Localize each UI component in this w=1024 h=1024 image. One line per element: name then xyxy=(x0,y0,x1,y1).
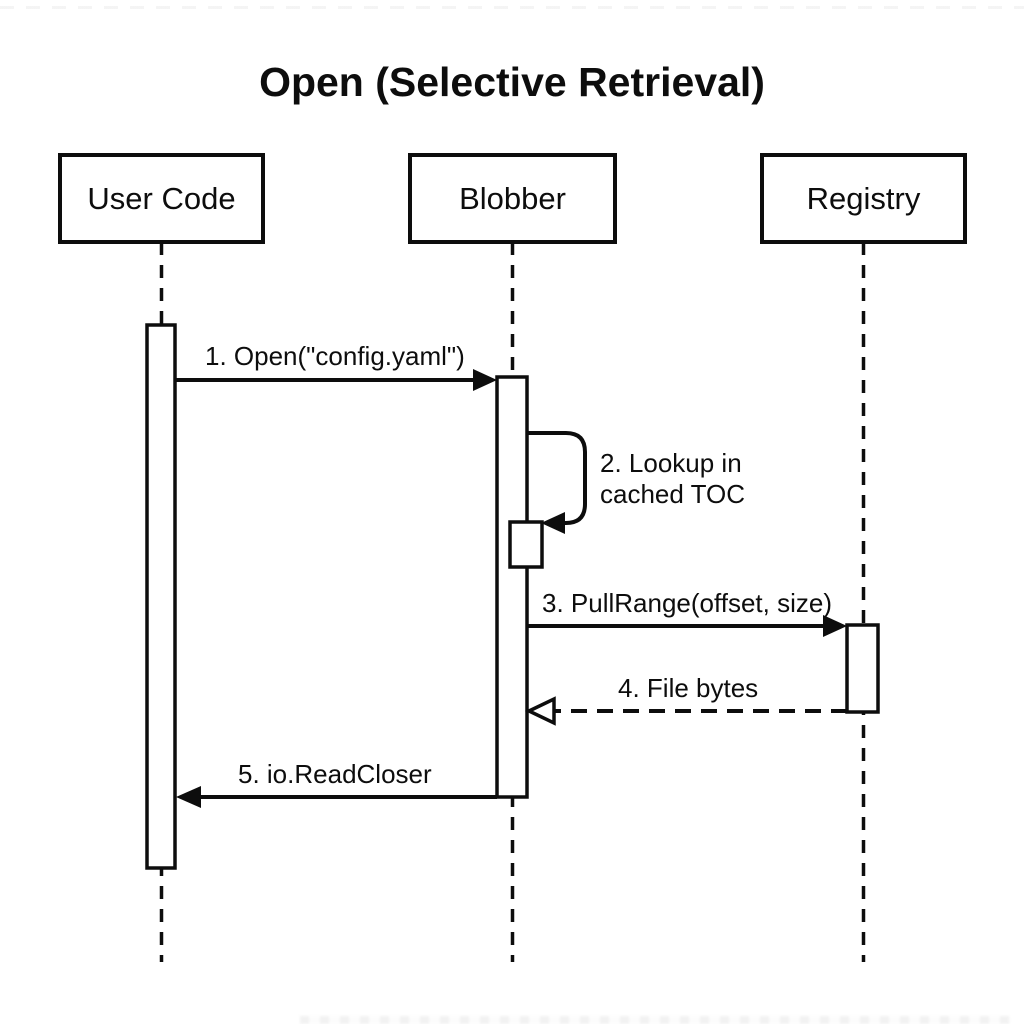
participant-label-user-code: User Code xyxy=(87,181,235,216)
participant-label-registry: Registry xyxy=(807,181,921,216)
message-3-arrowhead xyxy=(823,615,847,637)
message-2-label: 2. Lookup in cached TOC xyxy=(600,448,749,509)
message-2-self-loop xyxy=(527,431,587,525)
message-2-label-line1: 2. Lookup in xyxy=(600,448,742,478)
message-5-label: 5. io.ReadCloser xyxy=(238,759,432,789)
activation-bar-blobber xyxy=(495,375,529,799)
diagram-title: Open (Selective Retrieval) xyxy=(259,59,765,105)
nested-activation-bar-blobber xyxy=(508,520,544,569)
message-2-label-line2: cached TOC xyxy=(600,479,745,509)
message-2-arrowhead xyxy=(541,512,565,534)
message-4-label: 4. File bytes xyxy=(618,673,758,703)
activation-bar-registry xyxy=(845,623,880,714)
message-4-open-arrowhead xyxy=(524,696,556,726)
cropped-text-artifact-bottom xyxy=(300,1016,1010,1024)
scan-artifact-top xyxy=(0,6,1024,9)
message-1-arrowhead xyxy=(473,369,497,391)
participant-box-registry xyxy=(760,153,967,244)
message-5-arrowhead xyxy=(176,786,201,808)
message-1-label: 1. Open("config.yaml") xyxy=(205,341,465,371)
participant-label-blobber: Blobber xyxy=(459,181,566,216)
activation-bar-user-code xyxy=(145,323,177,870)
participant-box-blobber xyxy=(408,153,617,244)
message-3-label: 3. PullRange(offset, size) xyxy=(542,588,832,618)
participant-box-user-code xyxy=(58,153,265,244)
